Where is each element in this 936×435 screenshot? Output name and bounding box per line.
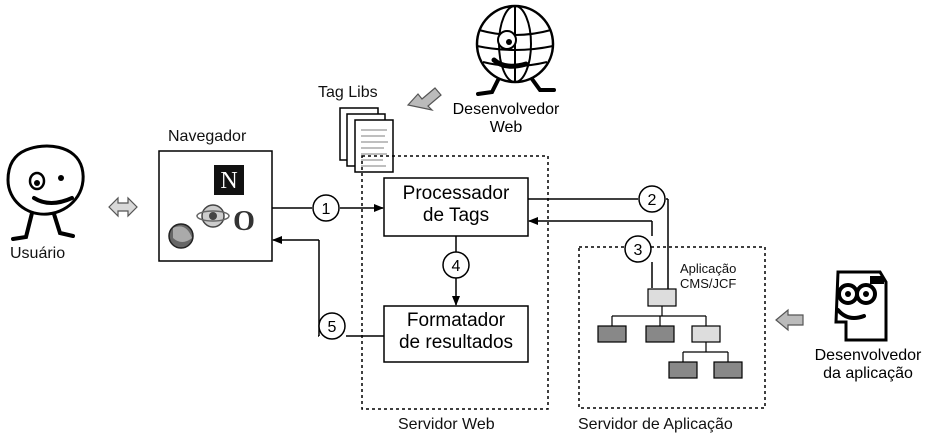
app-node <box>691 325 721 343</box>
tag-processor-title: Processador de Tags <box>384 183 528 227</box>
result-formatter-box <box>383 305 529 363</box>
app-root-node <box>647 288 677 307</box>
result-formatter-title-line1: Formatador <box>406 310 506 331</box>
web-developer-label: Desenvolvedor Web <box>436 101 576 138</box>
user-label: Usuário <box>10 245 66 262</box>
tag-libs-documents-icon <box>339 107 394 173</box>
web-server-region <box>361 155 549 410</box>
app-developer-label: Desenvolvedor da aplicação <box>800 347 936 384</box>
app-developer-character-icon <box>834 270 888 342</box>
user-character-icon <box>6 144 85 241</box>
bidirectional-arrow-icon <box>108 196 138 218</box>
result-formatter-title: Formatador de resultados <box>384 310 528 354</box>
tag-libs-label: Tag Libs <box>318 84 378 101</box>
web-developer-label-line1: Desenvolvedor <box>452 101 560 118</box>
step-3-marker: 3 <box>624 235 652 263</box>
opera-icon: O <box>233 206 255 237</box>
web-developer-globe-icon <box>475 4 556 96</box>
svg-text:O: O <box>233 206 255 237</box>
app-node <box>645 325 675 343</box>
web-developer-label-line2: Web <box>489 119 523 137</box>
internet-explorer-icon <box>196 204 230 228</box>
tag-processor-title-line2: de Tags <box>422 204 490 226</box>
dev-web-arrow-icon <box>406 87 442 111</box>
app-node <box>713 361 743 379</box>
application-label-line1: Aplicação <box>680 261 737 276</box>
step-5-marker: 5 <box>318 312 346 340</box>
netscape-icon: N <box>214 165 244 195</box>
step-2-marker: 2 <box>638 185 666 213</box>
application-label-line2: CMS/JCF <box>680 275 737 291</box>
svg-text:5: 5 <box>328 319 337 336</box>
app-developer-label-line1: Desenvolvedor <box>814 347 922 364</box>
dev-app-arrow-icon <box>775 308 804 332</box>
firefox-icon <box>168 223 194 249</box>
app-node <box>668 361 698 379</box>
svg-text:2: 2 <box>648 192 657 209</box>
svg-text:N: N <box>220 168 237 194</box>
app-node <box>597 325 627 343</box>
application-label: Aplicação CMS/JCF <box>680 261 737 292</box>
app-server-region <box>578 246 766 409</box>
web-server-label: Servidor Web <box>398 416 495 433</box>
app-server-label: Servidor de Aplicação <box>578 416 733 433</box>
result-formatter-title-line2: de resultados <box>398 331 514 353</box>
svg-text:3: 3 <box>634 242 643 259</box>
svg-text:1: 1 <box>322 201 331 218</box>
application-tree <box>597 288 743 379</box>
svg-text:4: 4 <box>452 258 461 275</box>
browser-label: Navegador <box>168 128 247 145</box>
tag-processor-title-line1: Processador <box>402 183 510 204</box>
app-developer-label-line2: da aplicação <box>823 365 913 383</box>
tag-processor-box <box>383 177 529 237</box>
step-1-marker: 1 <box>312 194 340 222</box>
step-4-marker: 4 <box>442 251 470 279</box>
